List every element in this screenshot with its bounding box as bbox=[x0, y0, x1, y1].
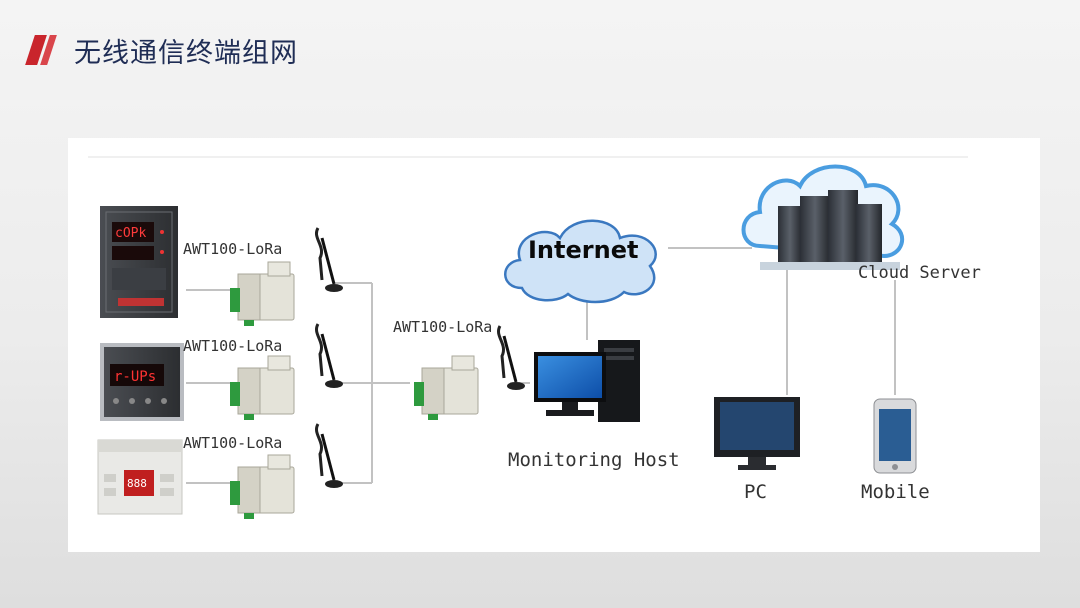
svg-text:r-UPs: r-UPs bbox=[114, 369, 156, 385]
slide-header: 无线通信终端组网 bbox=[25, 30, 298, 70]
panel-divider bbox=[88, 156, 968, 158]
cloud-server-icon bbox=[741, 164, 905, 270]
cloud-server-label: Cloud Server bbox=[858, 263, 981, 283]
mobile-phone-icon bbox=[873, 398, 917, 474]
host-label: Monitoring Host bbox=[508, 449, 680, 471]
device-label-2: AWT100-LoRa bbox=[183, 337, 282, 355]
device-label-3: AWT100-LoRa bbox=[183, 434, 282, 452]
device-label-1: AWT100-LoRa bbox=[183, 240, 282, 258]
power-meter-1-icon: cOPk bbox=[100, 206, 178, 318]
svg-text:cOPk: cOPk bbox=[115, 226, 146, 241]
pc-monitor-icon bbox=[714, 397, 800, 470]
gateway-label: AWT100-LoRa bbox=[393, 318, 492, 336]
svg-text:888: 888 bbox=[127, 477, 147, 490]
lora-gateway-icon bbox=[413, 324, 527, 421]
mobile-label: Mobile bbox=[861, 481, 930, 503]
internet-cloud-icon bbox=[504, 219, 657, 304]
power-meter-2-icon: r-UPs bbox=[100, 343, 184, 421]
connector-lines bbox=[186, 247, 896, 484]
internet-label: Internet bbox=[528, 236, 638, 264]
power-meter-3-icon: 888 bbox=[97, 439, 183, 515]
monitoring-host-icon bbox=[534, 340, 640, 422]
slide-title: 无线通信终端组网 bbox=[74, 37, 298, 69]
pc-label: PC bbox=[744, 481, 767, 503]
